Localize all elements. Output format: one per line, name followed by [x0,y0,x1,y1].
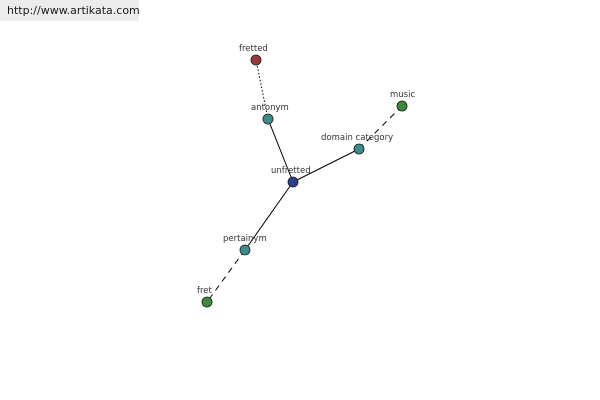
edge-antonym-fretted [255,59,269,120]
graph-labels: unfretted antonym fretted domain category mu… [197,44,415,296]
edge-unfretted-pertainym [244,181,294,251]
label-fret: fret [197,286,213,296]
node-music[interactable] [396,100,408,112]
site-url-link[interactable]: http://www.artikata.com [0,0,140,21]
label-music: music [390,90,415,100]
edge-unfretted-antonym [267,118,294,183]
edge-unfretted-domain-category [292,148,360,183]
graph-edges [206,59,403,303]
node-domain-category[interactable] [353,143,365,155]
edge-pertainym-fret [206,249,246,303]
label-domain-category: domain category [321,133,393,143]
label-pertainym: pertainym [223,234,267,244]
node-antonym[interactable] [262,113,274,125]
label-fretted: fretted [239,44,268,54]
node-unfretted[interactable] [287,176,299,188]
node-pertainym[interactable] [239,244,251,256]
node-fretted[interactable] [250,54,262,66]
graph-nodes [201,54,408,308]
label-antonym: antonym [251,103,289,113]
node-fret[interactable] [201,296,213,308]
label-unfretted: unfretted [271,166,311,176]
